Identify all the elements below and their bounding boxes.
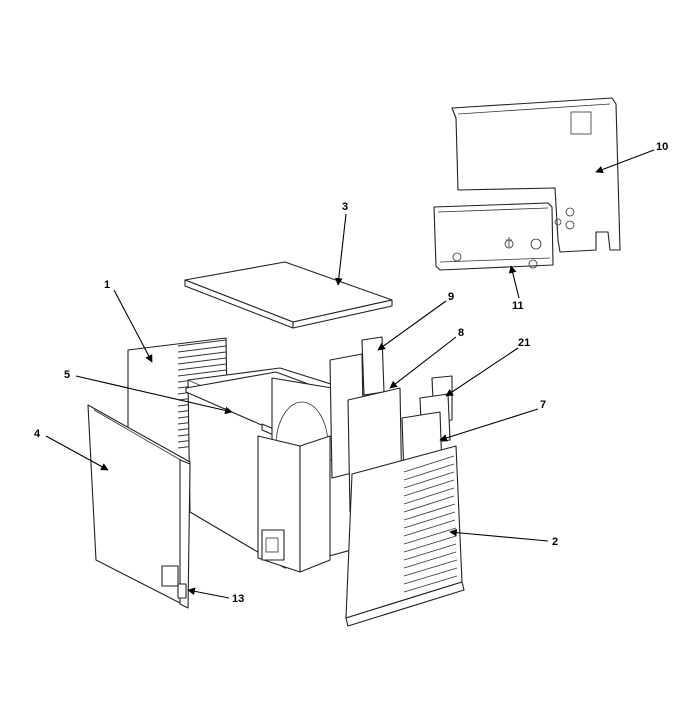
fan-and-column-assembly <box>257 377 333 573</box>
callout-labels: 1 2 3 4 5 7 8 9 10 11 13 21 <box>34 141 668 605</box>
part-13-latch <box>177 583 187 599</box>
callout-5: 5 <box>64 369 70 381</box>
callout-11: 11 <box>512 300 524 312</box>
leader-lines <box>45 149 655 599</box>
callout-9: 9 <box>448 291 454 303</box>
callout-2: 2 <box>552 536 558 548</box>
callout-7: 7 <box>540 399 546 411</box>
callout-3: 3 <box>342 201 348 213</box>
part-11-control-panel <box>433 202 554 271</box>
callout-8: 8 <box>458 327 464 339</box>
callout-1: 1 <box>104 279 110 291</box>
callout-21: 21 <box>518 337 530 349</box>
callout-13: 13 <box>232 593 244 605</box>
callout-10: 10 <box>656 141 668 153</box>
part-2-right-side-panel <box>345 445 465 627</box>
part-10-rear-panel <box>451 97 621 253</box>
part-3-top-cover <box>184 261 393 329</box>
part-4-front-panel <box>87 404 191 609</box>
callout-4: 4 <box>34 428 41 440</box>
